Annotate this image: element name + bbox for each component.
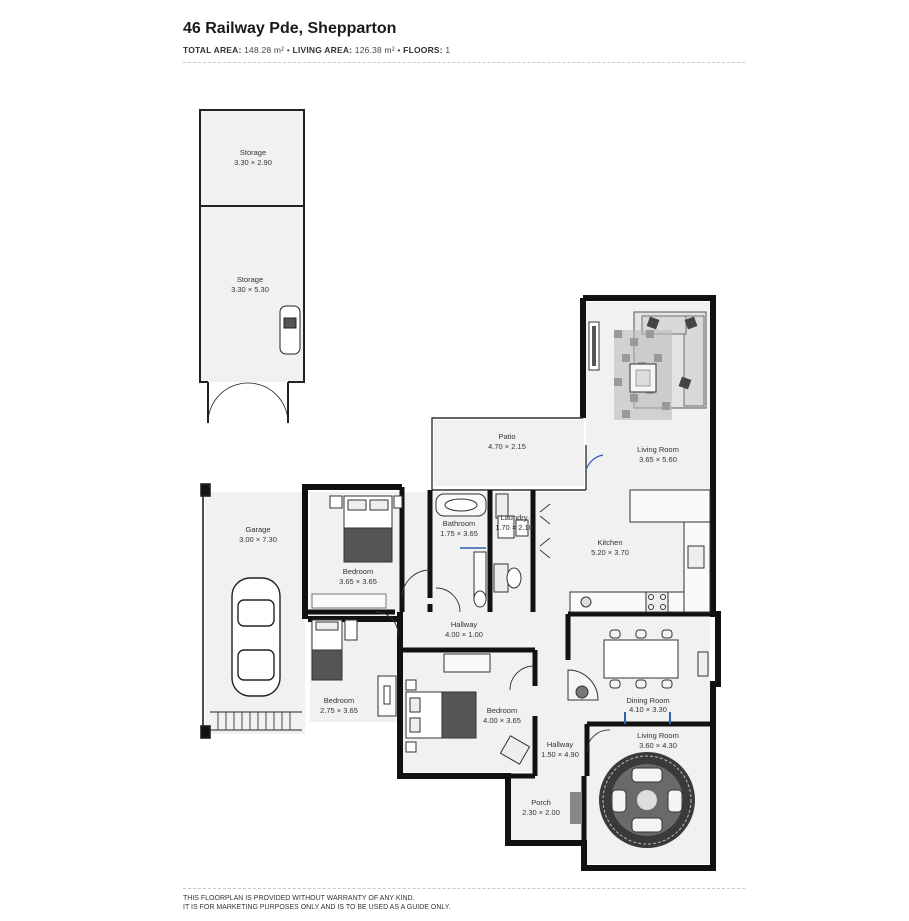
living-area-value: 126.38 m² bbox=[354, 45, 395, 55]
room-name: Laundry bbox=[500, 513, 527, 522]
room-name: Hallway bbox=[547, 740, 574, 749]
page-title: 46 Railway Pde, Shepparton bbox=[183, 20, 397, 37]
car-icon bbox=[231, 577, 281, 697]
kitchen-fixtures bbox=[569, 489, 711, 613]
storage-building bbox=[199, 109, 305, 424]
room-name: Hallway bbox=[451, 620, 478, 629]
floors-value: 1 bbox=[445, 45, 451, 55]
room-dims: 2.75 × 3.65 bbox=[320, 706, 358, 715]
porch bbox=[570, 792, 582, 824]
disclaimer: THIS FLOORPLAN IS PROVIDED WITHOUT WARRA… bbox=[183, 894, 451, 912]
room-name: Bedroom bbox=[324, 696, 354, 705]
room-dims: 3.30 × 5.30 bbox=[231, 285, 269, 294]
room-name: Porch bbox=[531, 798, 551, 807]
room-name: Dining Room bbox=[626, 696, 669, 705]
dining-furniture bbox=[567, 629, 709, 724]
total-area-value: 148.28 m² bbox=[244, 45, 285, 55]
room-dims: 3.60 × 4.30 bbox=[639, 741, 677, 750]
bedroom-3-furniture bbox=[405, 653, 531, 765]
floors-label: FLOORS: bbox=[403, 45, 443, 55]
living-room-2-furniture bbox=[599, 752, 695, 848]
room-name: Kitchen bbox=[597, 538, 622, 547]
room-dims: 1.70 × 2.10 bbox=[495, 523, 533, 532]
room-name: Bedroom bbox=[343, 567, 373, 576]
room-dims: 4.10 × 3.30 bbox=[629, 705, 667, 714]
room-name: Garage bbox=[245, 525, 270, 534]
room-name: Bathroom bbox=[443, 519, 476, 528]
footer-divider bbox=[183, 888, 745, 889]
disclaimer-line-1: THIS FLOORPLAN IS PROVIDED WITHOUT WARRA… bbox=[183, 895, 415, 902]
bathroom-fixtures bbox=[435, 493, 529, 608]
room-dims: 4.00 × 3.65 bbox=[483, 716, 521, 725]
room-name: Storage bbox=[237, 275, 263, 284]
bedroom-1-furniture bbox=[311, 495, 403, 609]
room-labels: Storage 3.30 × 2.90 Storage 3.30 × 5.30 … bbox=[231, 148, 679, 817]
room-name: Storage bbox=[240, 148, 266, 157]
room-name: Patio bbox=[498, 432, 515, 441]
room-name: Bedroom bbox=[487, 706, 517, 715]
room-dims: 3.65 × 3.65 bbox=[339, 577, 377, 586]
room-name: Living Room bbox=[637, 445, 679, 454]
doors bbox=[375, 503, 611, 753]
room-dims: 3.00 × 7.30 bbox=[239, 535, 277, 544]
room-dims: 2.30 × 2.00 bbox=[522, 808, 560, 817]
room-dims: 3.30 × 2.90 bbox=[234, 158, 272, 167]
room-dims: 4.00 × 1.00 bbox=[445, 630, 483, 639]
total-area-label: TOTAL AREA: bbox=[183, 45, 242, 55]
garage bbox=[200, 483, 302, 739]
room-dims: 4.70 × 2.15 bbox=[488, 442, 526, 451]
header-divider bbox=[183, 62, 745, 63]
bedroom-2-furniture bbox=[311, 619, 397, 717]
room-name: Living Room bbox=[637, 731, 679, 740]
room-dims: 1.50 × 4.90 bbox=[541, 750, 579, 759]
patio bbox=[431, 417, 604, 491]
motorcycle-icon bbox=[279, 305, 301, 355]
disclaimer-line-2: IT IS FOR MARKETING PURPOSES ONLY AND IS… bbox=[183, 904, 451, 911]
room-dims: 3.65 × 5.60 bbox=[639, 455, 677, 464]
living-room-furniture bbox=[588, 311, 707, 420]
area-summary: TOTAL AREA: 148.28 m² • LIVING AREA: 126… bbox=[183, 45, 451, 55]
floors bbox=[201, 110, 710, 864]
room-dims: 5.20 × 3.70 bbox=[591, 548, 629, 557]
room-dims: 1.75 × 3.65 bbox=[440, 529, 478, 538]
living-area-label: LIVING AREA: bbox=[292, 45, 353, 55]
